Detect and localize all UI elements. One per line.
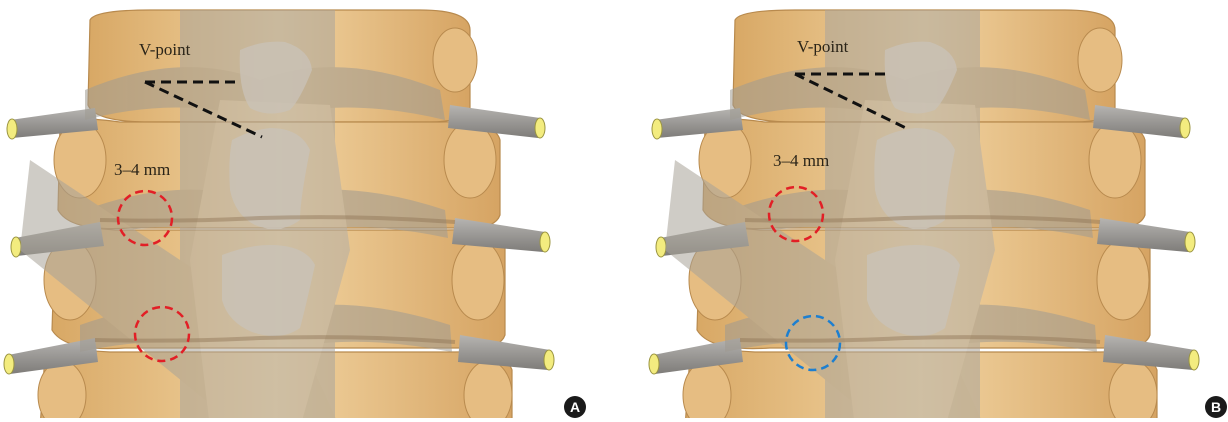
- panel-b-badge: B: [1205, 396, 1227, 418]
- spine-illustration: [649, 10, 1199, 418]
- spine-illustration: [4, 10, 554, 418]
- panel-a-badge: A: [564, 396, 586, 418]
- svg-text:A: A: [570, 399, 580, 415]
- vpoint-label: V-point: [797, 37, 849, 56]
- distance-label: 3–4 mm: [773, 151, 829, 170]
- vpoint-label: V-point: [139, 40, 191, 59]
- svg-text:B: B: [1211, 399, 1221, 415]
- panel-b: V-point 3–4 mm: [649, 10, 1199, 418]
- panel-a: V-point 3–4 mm: [4, 10, 554, 418]
- distance-label: 3–4 mm: [114, 160, 170, 179]
